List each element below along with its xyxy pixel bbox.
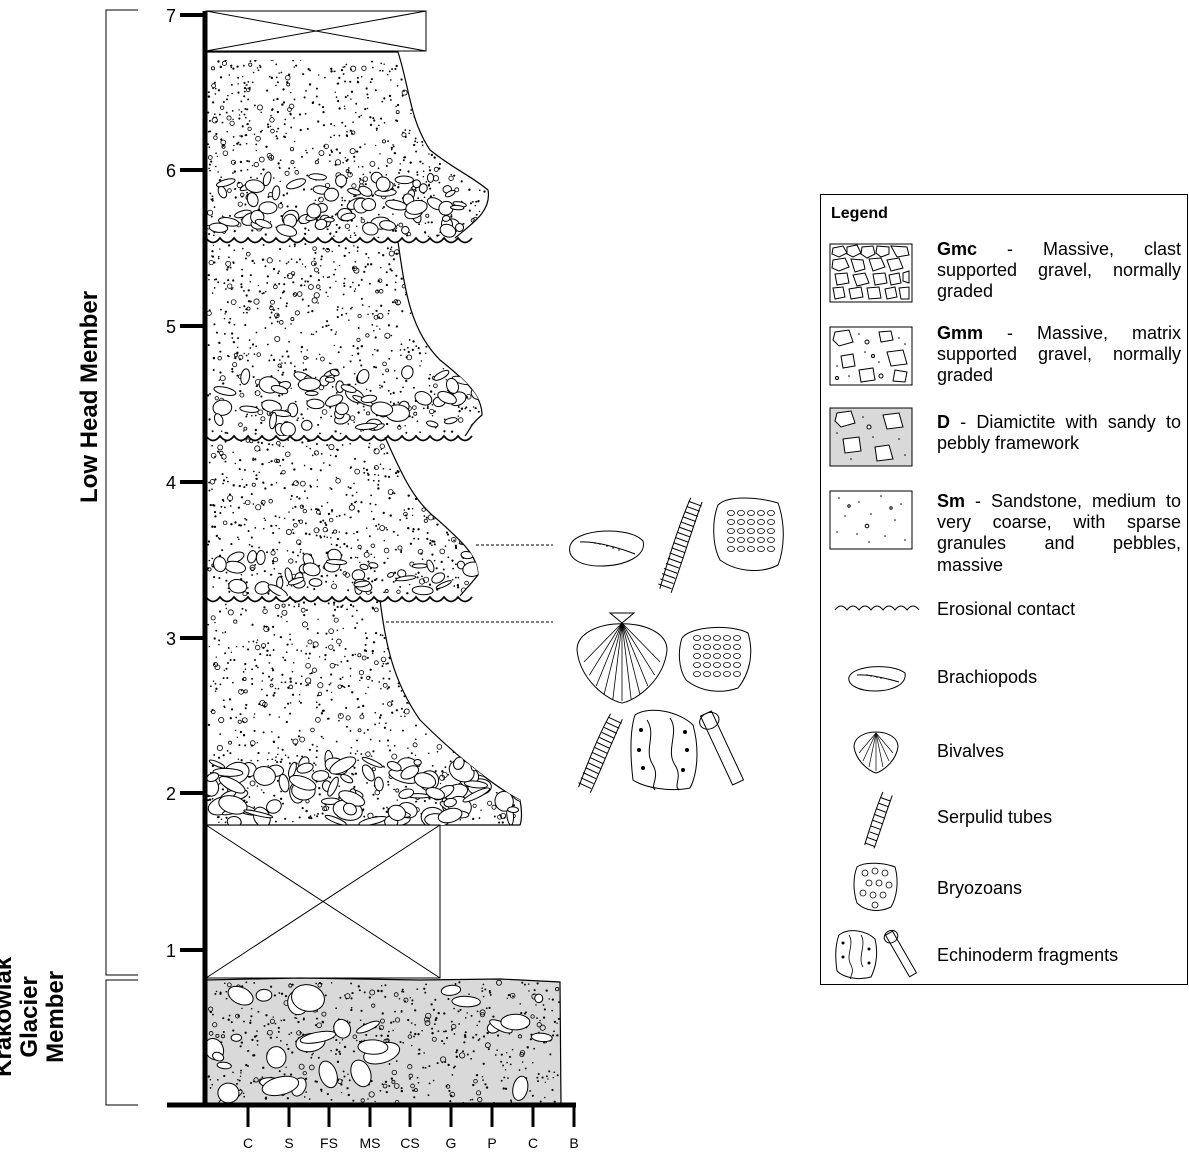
legend-item-sm: Sm - Sandstone, medium to very coarse, w… — [937, 491, 1181, 575]
legend-item-gmm: Gmm - Massive, matrix supported gravel, … — [937, 323, 1181, 386]
legend-box: Legend Gmc - Massive, clast supported gr… — [820, 194, 1188, 985]
unit-gravel-top — [205, 51, 490, 239]
echinoderm-fragment-icon — [630, 709, 698, 791]
depth-axis: 1 2 3 4 5 6 7 — [166, 6, 208, 1105]
grain-size-label: FS — [320, 1135, 338, 1151]
member-label-line: Member — [41, 970, 69, 1063]
legend-item-erosional-contact: Erosional contact — [937, 599, 1076, 619]
brachiopod-icon — [848, 666, 906, 692]
fossil-group-lower — [576, 612, 752, 793]
member-label-line: Krakowiak — [0, 956, 18, 1077]
clast-supported-gravel-swatch — [829, 243, 913, 303]
legend-item-bivalves: Bivalves — [937, 741, 1005, 761]
depth-tick-label: 3 — [166, 629, 176, 649]
depth-tick-label: 5 — [166, 317, 176, 337]
depth-tick-label: 7 — [166, 6, 176, 26]
bryozoan-icon — [853, 862, 898, 911]
depth-tick-label: 1 — [166, 941, 176, 961]
grain-size-label: C — [528, 1135, 538, 1151]
unit-gravel-sand-4 — [206, 599, 523, 826]
member-label-line: Glacier — [16, 976, 44, 1058]
legend-item-d: D - Diamictite with sandy to pebbly fram… — [937, 412, 1181, 454]
legend-item-brachiopods: Brachiopods — [937, 667, 1038, 687]
legend-item-echinoderm-fragments: Echinoderm fragments — [937, 945, 1119, 965]
wavy-line-icon — [834, 605, 920, 611]
serpulid-tube-icon — [578, 713, 623, 793]
member-brackets — [105, 9, 138, 1106]
grain-size-label: B — [569, 1135, 578, 1151]
grain-size-label: G — [446, 1135, 457, 1151]
matrix-supported-gravel-swatch — [829, 326, 913, 386]
grain-size-label: P — [487, 1135, 496, 1151]
echinoderm-fragment-icon — [699, 710, 745, 786]
bryozoan-icon — [678, 626, 752, 692]
brachiopod-icon — [569, 530, 644, 567]
fossil-group-upper — [569, 497, 784, 594]
depth-tick-label: 2 — [166, 784, 176, 804]
serpulid-tube-icon — [864, 791, 893, 849]
unit-gravel-3 — [207, 436, 479, 598]
bivalve-icon — [576, 612, 668, 704]
echinoderm-fragment-icon — [835, 929, 918, 980]
legend-item-gmc: Gmc - Massive, clast supported gravel, n… — [937, 239, 1181, 302]
unit-diamictite — [205, 977, 562, 1106]
depth-tick-label: 6 — [166, 161, 176, 181]
grain-size-label: MS — [360, 1135, 381, 1151]
legend-item-serpulid-tubes: Serpulid tubes — [937, 807, 1053, 827]
legend-item-bryozoans: Bryozoans — [937, 878, 1023, 898]
grain-size-label: C — [243, 1135, 253, 1151]
unit-gravel-2 — [206, 241, 483, 437]
serpulid-tube-icon — [658, 497, 703, 594]
erosional-contacts — [205, 236, 473, 603]
grain-size-label: CS — [400, 1135, 419, 1151]
bivalve-icon — [853, 731, 899, 774]
legend-title: Legend — [831, 205, 888, 222]
diamictite-swatch — [829, 407, 913, 467]
bryozoan-icon — [713, 497, 784, 571]
grain-size-label: S — [284, 1135, 293, 1151]
sandstone-swatch — [829, 490, 913, 550]
depth-tick-label: 4 — [166, 473, 176, 493]
fossil-level-lines — [386, 544, 553, 623]
